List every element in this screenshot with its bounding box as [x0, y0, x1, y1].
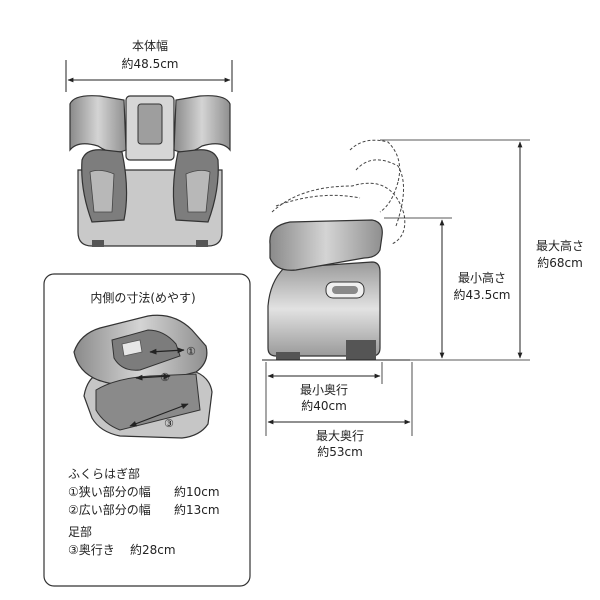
front-view	[65, 60, 233, 247]
calf-item-2-value: 約13cm	[174, 503, 220, 517]
front-center-panel	[137, 103, 163, 145]
side-calf-cushion	[269, 219, 383, 271]
marker-arrow-2	[135, 373, 171, 381]
width-value: 約48.5cm	[121, 57, 179, 71]
front-right-well-inner	[185, 170, 211, 213]
min-height-value: 約43.5cm	[453, 288, 511, 302]
min-depth-label: 最小奥行	[299, 383, 348, 397]
foot-item-1-label: ③奥行き	[68, 543, 115, 557]
marker-1: ①	[186, 345, 196, 358]
max-height-label: 最大高さ	[535, 239, 584, 253]
raised-outline-1	[271, 182, 406, 245]
calf-item-1-label: ①狭い部分の幅	[68, 485, 151, 499]
foot-item-1-value: 約28cm	[130, 543, 176, 557]
width-label: 本体幅	[131, 39, 168, 53]
raised-outline-3	[349, 139, 401, 213]
inner-calf-well	[111, 329, 181, 371]
front-left-wing	[69, 95, 127, 153]
front-right-wing	[173, 95, 231, 153]
marker-3: ③	[164, 417, 174, 430]
side-view	[262, 139, 530, 436]
calf-item-2-label: ②広い部分の幅	[68, 503, 151, 517]
marker-arrow-3	[129, 403, 189, 427]
marker-arrow-1	[149, 347, 185, 355]
side-foot-back	[346, 340, 376, 360]
inner-dimensions-box	[43, 273, 251, 587]
raised-outline-2	[355, 159, 404, 227]
calf-item-1-value: 約10cm	[174, 485, 220, 499]
front-left-well-inner	[89, 170, 115, 213]
raised-outline-4	[275, 194, 361, 207]
min-height-label: 最小高さ	[457, 271, 506, 285]
calf-heading: ふくらはぎ部	[68, 467, 141, 481]
max-depth-label: 最大奥行	[315, 429, 364, 443]
side-control-inner	[332, 286, 358, 294]
marker-2: ②	[160, 371, 170, 384]
foot-heading: 足部	[68, 525, 93, 539]
front-foot-left	[92, 240, 104, 247]
side-foot-front	[276, 352, 300, 360]
max-height-value: 約68cm	[537, 256, 583, 270]
inner-panel	[121, 339, 143, 357]
front-foot-right	[196, 240, 208, 247]
min-depth-value: 約40cm	[301, 399, 347, 413]
max-depth-value: 約53cm	[317, 445, 363, 459]
inner-box-title: 内側の寸法(めやす)	[90, 291, 196, 305]
